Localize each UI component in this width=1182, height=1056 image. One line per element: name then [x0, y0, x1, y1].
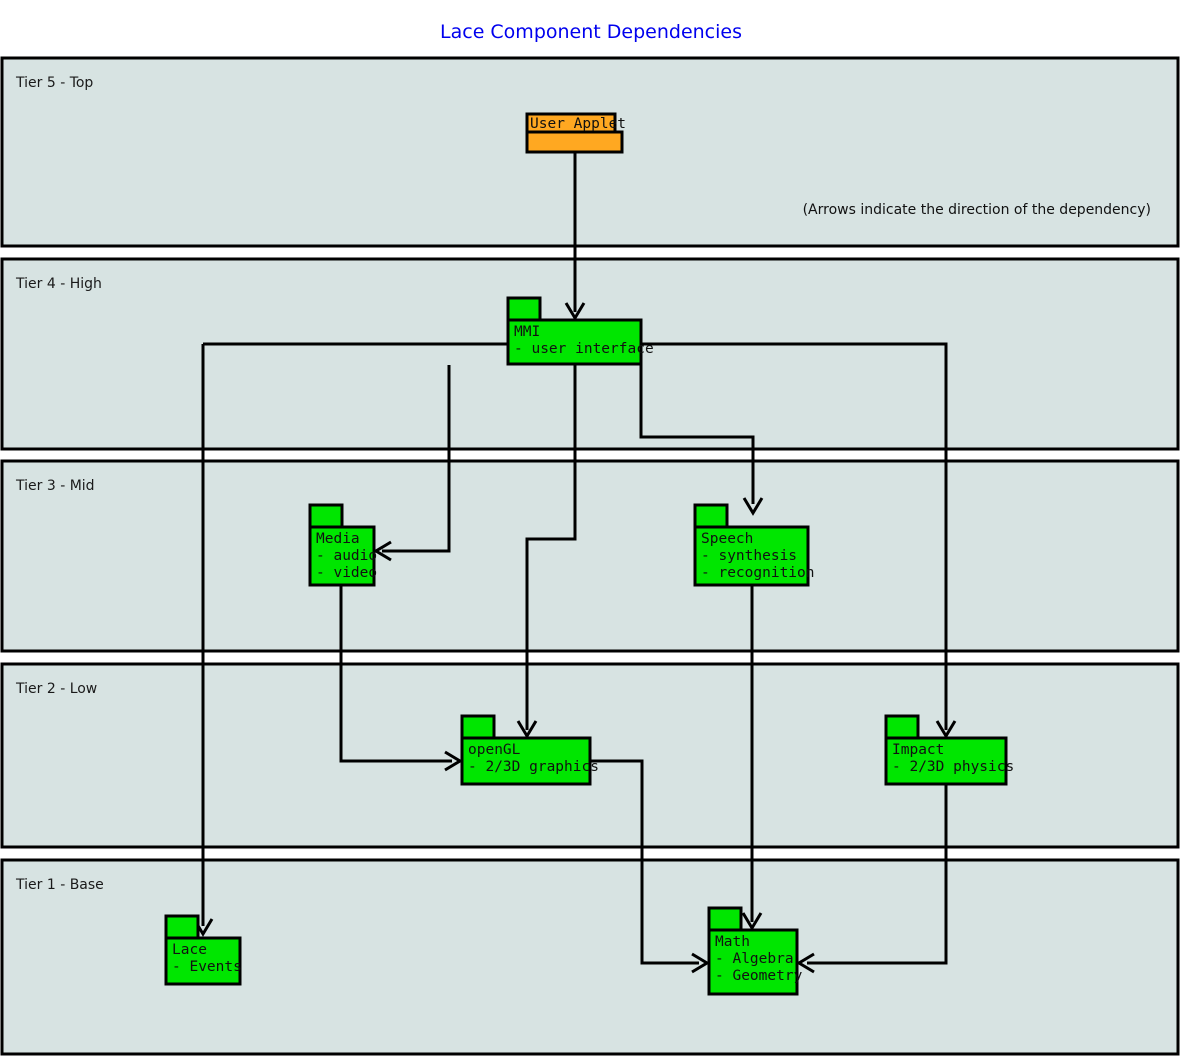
tier-group-tier3: Tier 3 - Mid	[0, 459, 1180, 653]
component-tab-mmi	[506, 296, 542, 322]
component-body-mmi	[506, 318, 643, 366]
component-body-speech	[693, 525, 810, 587]
dependency-line-media-to-opengl	[339, 585, 452, 763]
dependency-mmi-to-impact	[641, 342, 957, 739]
dependency-opengl-to-math	[590, 759, 710, 974]
component-detail-speech-0: - synthesis	[701, 548, 797, 564]
component-impact[interactable]: Impact- 2/3D physics	[884, 714, 1014, 786]
dependency-mmi-to-speech	[639, 365, 764, 516]
dependency-line-mmi-to-impact	[641, 342, 948, 730]
component-detail-speech-1: - recognition	[701, 565, 815, 581]
arrow-head-icon-mmi-to-media	[373, 540, 392, 562]
dependency-media-to-opengl	[339, 585, 463, 772]
component-name-mmi: MMI	[514, 324, 540, 340]
component-name-impact: Impact	[892, 742, 944, 758]
dependency-line-mmi-to-speech	[639, 365, 755, 504]
dependency-impact-to-math	[796, 784, 948, 974]
component-mmi[interactable]: MMI- user interface	[506, 296, 654, 366]
component-detail-opengl-0: - 2/3D graphics	[468, 759, 599, 775]
component-name-media: Media	[316, 531, 360, 547]
arrow-head-icon-impact-to-math	[796, 952, 815, 974]
component-detail-media-1: - video	[316, 565, 377, 581]
component-tab-math	[707, 906, 743, 932]
component-tab-media	[308, 503, 344, 529]
component-name-math: Math	[715, 934, 750, 950]
component-detail-mmi-0: - user interface	[514, 341, 654, 357]
tier-label-tier5: Tier 5 - Top	[15, 75, 93, 91]
component-detail-media-0: - audio	[316, 548, 377, 564]
dependency-speech-to-math	[741, 585, 763, 931]
tier-container-tier4	[0, 257, 1180, 451]
dependency-line-opengl-to-math	[590, 759, 699, 965]
component-lace[interactable]: Lace- Events	[164, 914, 242, 986]
dependency-line-mmi-to-opengl	[525, 365, 577, 730]
arrow-head-icon-speech-to-math	[741, 912, 763, 931]
component-name-user-applet: User Applet	[530, 116, 626, 132]
component-tab-opengl	[460, 714, 496, 740]
component-name-speech: Speech	[701, 531, 753, 547]
dependency-line-mmi-to-media	[382, 365, 451, 553]
arrow-head-icon-media-to-opengl	[444, 750, 463, 772]
component-body-user-applet	[525, 130, 624, 154]
tier-label-tier4: Tier 4 - High	[15, 276, 102, 292]
legend-note: (Arrows indicate the direction of the de…	[803, 202, 1151, 218]
component-tab-speech	[693, 503, 729, 529]
component-user-applet[interactable]: User Applet	[525, 112, 626, 154]
dependency-line-impact-to-math	[807, 784, 948, 965]
labels-layer: Lace Component Dependencies (Arrows indi…	[440, 21, 1151, 218]
arrow-head-icon-applet-to-mmi	[564, 302, 586, 321]
tier-label-tier3: Tier 3 - Mid	[15, 478, 95, 494]
component-math[interactable]: Math- Algebra- Geometry	[707, 906, 803, 996]
tier-label-tier2: Tier 2 - Low	[15, 681, 97, 697]
component-detail-math-1: - Geometry	[715, 968, 803, 984]
component-media[interactable]: Media- audio- video	[308, 503, 377, 587]
arrow-head-icon-mmi-to-speech	[742, 497, 764, 516]
component-detail-math-0: - Algebra	[715, 951, 794, 967]
dependency-mmi-to-opengl	[516, 365, 577, 739]
tier-group-tier4: Tier 4 - High	[0, 257, 1180, 451]
dependency-applet-to-mmi	[564, 152, 586, 321]
tier-label-tier1: Tier 1 - Base	[15, 877, 104, 893]
component-detail-impact-0: - 2/3D physics	[892, 759, 1014, 775]
dependency-mmi-to-media	[373, 365, 451, 562]
component-body-math	[707, 928, 799, 996]
component-tab-impact	[884, 714, 920, 740]
component-detail-lace-0: - Events	[172, 959, 242, 975]
component-speech[interactable]: Speech- synthesis- recognition	[693, 503, 815, 587]
component-opengl[interactable]: openGL- 2/3D graphics	[460, 714, 599, 786]
component-name-lace: Lace	[172, 942, 207, 958]
component-body-lace	[164, 936, 242, 986]
arrow-head-icon-opengl-to-math	[691, 952, 710, 974]
component-tab-lace	[164, 914, 200, 940]
arrow-head-icon-mmi-to-opengl	[516, 720, 538, 739]
tier-container-tier3	[0, 459, 1180, 653]
arrow-head-icon-mmi-to-impact	[935, 720, 957, 739]
page-title: Lace Component Dependencies	[440, 21, 742, 43]
component-name-opengl: openGL	[468, 742, 521, 758]
component-body-opengl	[460, 736, 592, 786]
dependency-lines-layer	[192, 152, 957, 974]
component-body-media	[308, 525, 376, 587]
component-body-impact	[884, 736, 1008, 786]
